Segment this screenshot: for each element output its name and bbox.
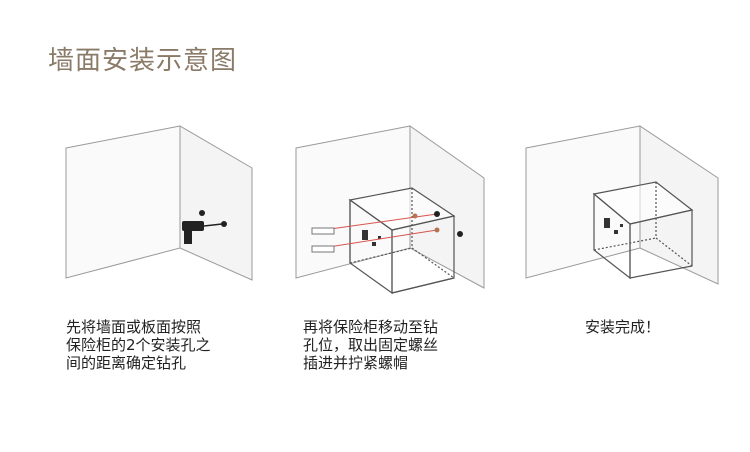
drill-hole-top: [434, 211, 440, 217]
page-title: 墙面安装示意图: [48, 46, 238, 76]
safe-keypad-icon: [362, 230, 381, 246]
step2-caption: 再将保险柜移动至钻 孔位，取出固定螺丝 插进并拧紧螺帽: [303, 318, 439, 372]
marker-top: [412, 213, 418, 219]
step2-illustration: [292, 118, 522, 298]
step1-illustration: [62, 118, 292, 298]
marker-bottom: [434, 227, 440, 233]
mounting-brackets: [311, 227, 335, 253]
safe-keypad-icon: [604, 218, 623, 234]
drill-hole-bottom: [457, 231, 463, 237]
drill-hole-right: [221, 221, 227, 227]
safe-box: [592, 181, 694, 280]
step3-caption: 安装完成！: [585, 318, 661, 336]
drill-hole-top: [199, 210, 205, 216]
step1-caption: 先将墙面或板面按照 保险柜的2个安装孔之 间的距离确定钻孔: [66, 318, 211, 372]
wall-corner: [65, 125, 253, 281]
step3-illustration: [522, 118, 750, 298]
drill-icon: [182, 221, 223, 244]
